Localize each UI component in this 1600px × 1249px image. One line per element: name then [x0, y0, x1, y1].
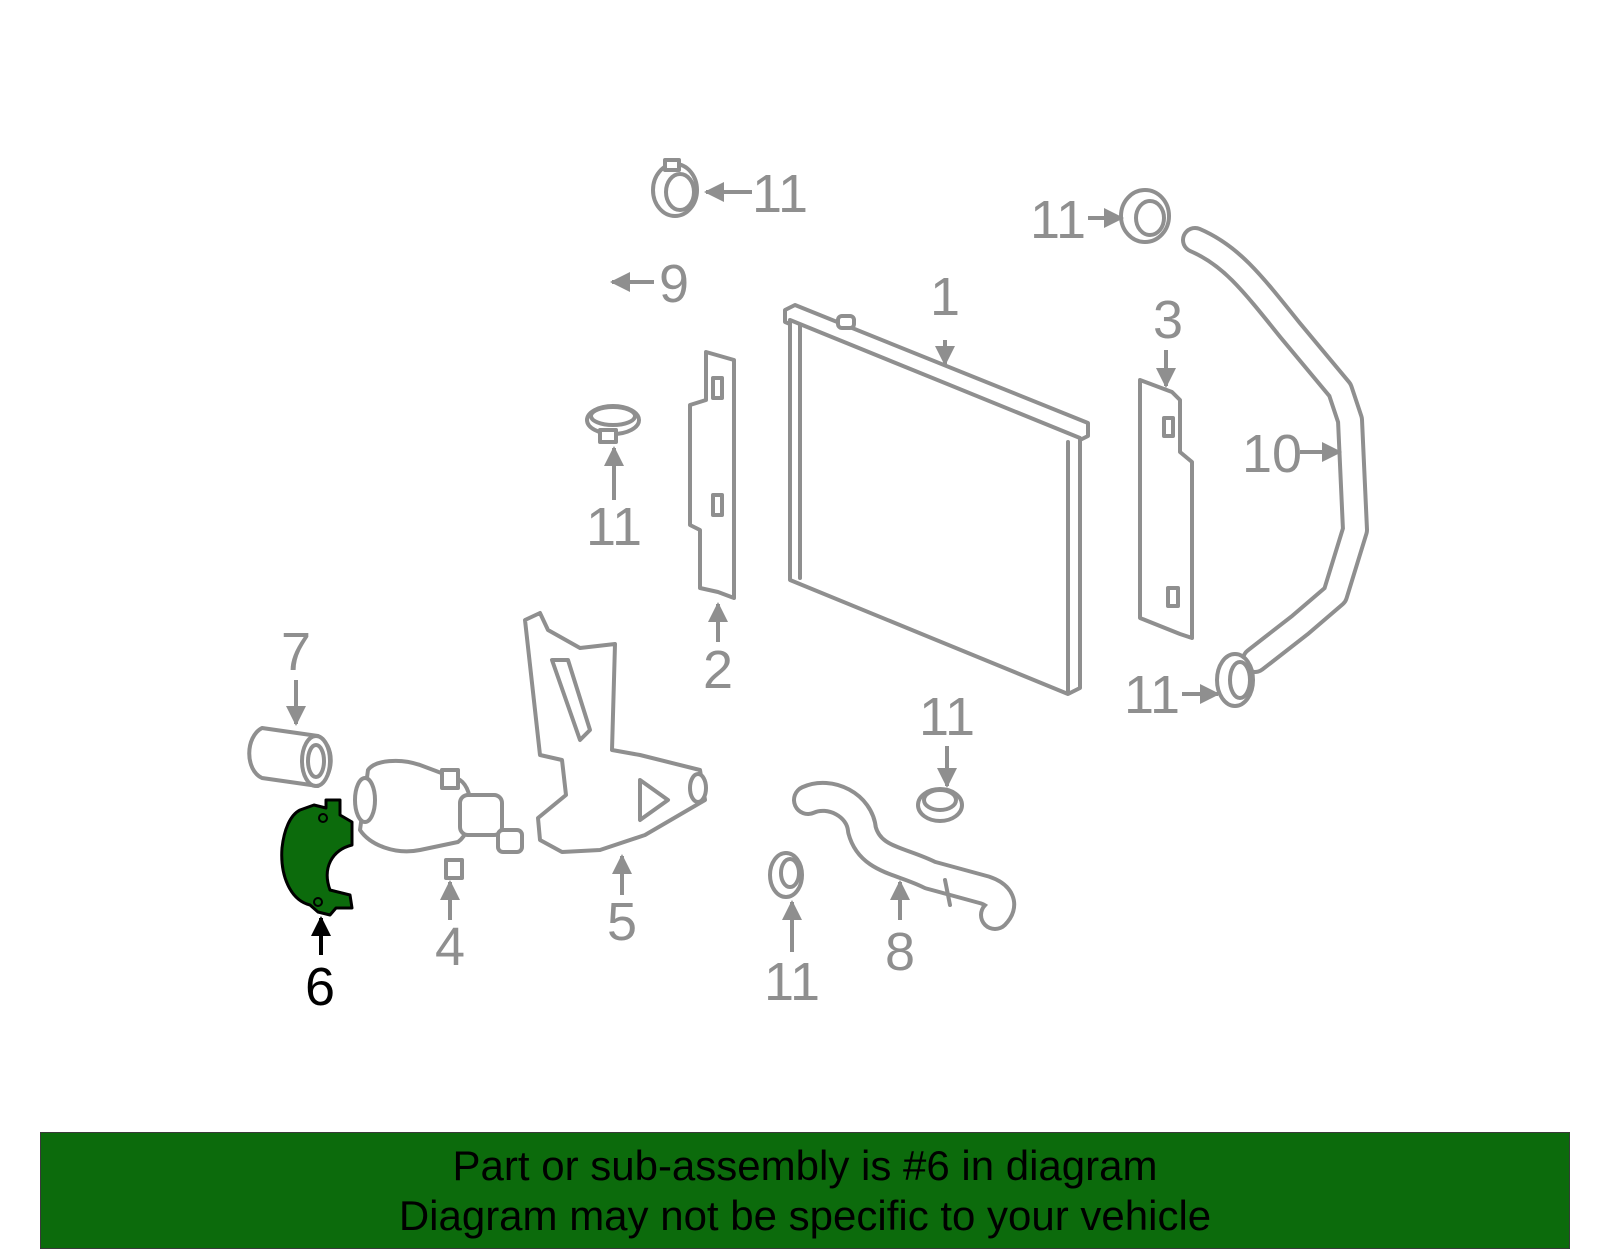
- upper-hose-part: [570, 191, 650, 395]
- callout-11d: 11: [1124, 665, 1180, 725]
- callout-11e: 11: [919, 687, 975, 747]
- right-baffle-part: [1138, 378, 1194, 640]
- sleeve-part: [247, 726, 333, 788]
- callout-5: 5: [607, 892, 637, 952]
- left-baffle-part: [688, 350, 736, 600]
- callout-9: 9: [659, 254, 689, 314]
- clamp-part-lower-right: [1215, 652, 1255, 708]
- callout-7: 7: [281, 622, 311, 682]
- radiator-part: [783, 303, 1090, 696]
- pump-part: [353, 758, 524, 880]
- clamp-part-upper-right: [1119, 188, 1171, 244]
- callout-11c: 11: [586, 497, 642, 557]
- callout-8: 8: [885, 922, 915, 982]
- callout-11b: 11: [1030, 190, 1086, 250]
- clamp-part-hose9-bottom: [585, 404, 641, 444]
- callout-2: 2: [703, 640, 733, 700]
- clamp-part-top: [651, 158, 699, 218]
- callout-6: 6: [305, 957, 335, 1017]
- clamp-part-hose8-left: [768, 851, 804, 899]
- highlighted-mount-part-6: [280, 798, 354, 917]
- clamp-part-hose8-top: [916, 787, 964, 823]
- callout-11a: 11: [752, 164, 808, 224]
- lower-hose-part: [792, 780, 1017, 931]
- callout-4: 4: [435, 917, 465, 977]
- callout-3: 3: [1153, 290, 1183, 350]
- bracket-part: [523, 611, 708, 854]
- banner-line-2: Diagram may not be specific to your vehi…: [398, 1191, 1212, 1239]
- callout-1: 1: [930, 267, 960, 327]
- banner-line-1: Part or sub-assembly is #6 in diagram: [452, 1141, 1158, 1189]
- lower-right-hose-part: [1181, 226, 1369, 674]
- info-banner: Part or sub-assembly is #6 in diagram Di…: [40, 1132, 1570, 1249]
- callout-11f: 11: [764, 952, 820, 1012]
- callout-10: 10: [1242, 424, 1302, 484]
